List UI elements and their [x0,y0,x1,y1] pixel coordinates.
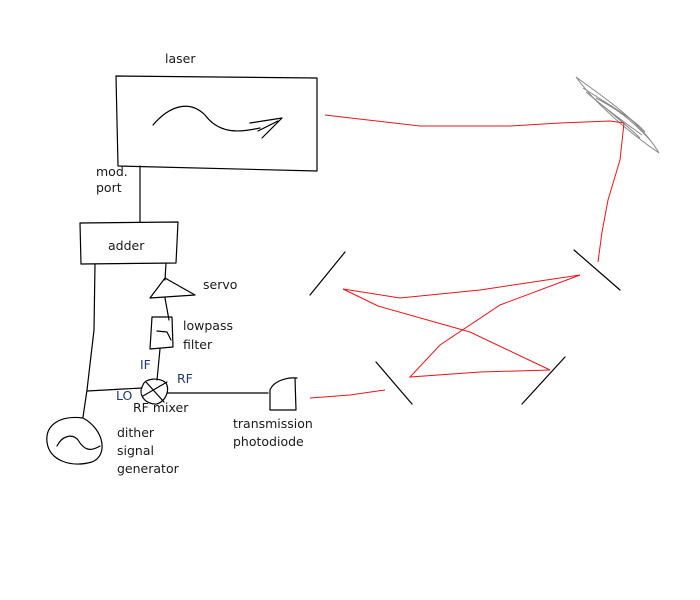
steering-mirror [575,76,660,154]
servo-wire [164,262,167,281]
dither-generator-label-2: signal [117,443,154,458]
lowpass-filter-box [149,316,174,350]
laser-box [115,75,318,172]
lowpass-label: lowpass [183,318,233,333]
rf-port-label: RF [177,371,193,386]
adder-box [79,221,179,265]
if-port-label: IF [140,357,151,372]
servo-triangle [149,277,196,321]
cavity-mirror-bottom-left [375,361,413,405]
sine-wave-icon [56,435,101,450]
rf-mixer-symbol [140,378,169,405]
lo-wire [86,387,143,392]
lowpass-label-2: filter [183,337,213,352]
servo-label: servo [203,277,237,292]
photodiode-label-2: photodiode [233,434,304,449]
dither-generator-label: dither [117,425,155,440]
cavity-mirror-bottom-right [521,356,566,405]
cavity-mirror-top-left [309,251,346,296]
cavity-mirror-top-right [573,249,621,291]
mod-port-label-2: port [96,180,122,195]
dither-generator-label-3: generator [117,461,180,476]
laser-label: laser [165,51,196,66]
if-wire [156,348,161,381]
laser-wave-icon [152,105,283,139]
lo-port-label: LO [116,388,133,403]
photodiode-label: transmission [233,416,313,431]
adder-label: adder [108,238,145,253]
adder-to-generator-wire [82,263,96,418]
rf-mixer-label: RF mixer [133,400,189,415]
dither-generator-circle [46,416,103,465]
laser-beam-path [309,114,625,399]
transmission-photodiode [269,377,298,411]
mod-port-label: mod. [96,164,128,179]
